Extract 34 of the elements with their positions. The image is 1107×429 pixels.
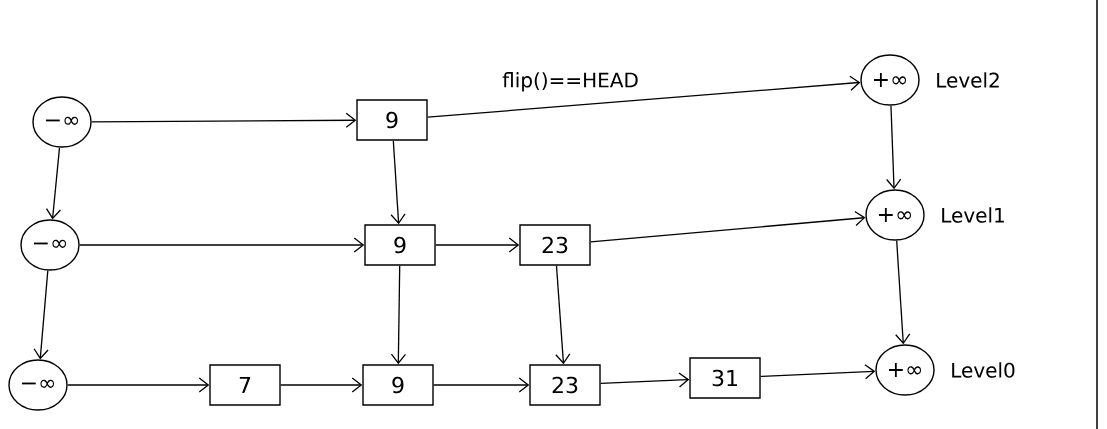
number-box: 23: [519, 224, 591, 266]
number-box: 31: [689, 357, 761, 399]
circle-node: −∞: [32, 96, 92, 148]
circle-node: +∞: [865, 189, 925, 241]
arrow: [600, 372, 690, 388]
arrow: [33, 270, 49, 360]
arrow: [435, 237, 520, 253]
number-box: 9: [356, 99, 428, 141]
arrow: [79, 237, 365, 253]
arrow: [433, 377, 530, 393]
level-label: Level2: [937, 72, 999, 88]
circle-node: −∞: [20, 219, 80, 271]
arrow: [895, 240, 911, 345]
arrow: [390, 140, 406, 225]
circle-node: +∞: [860, 54, 920, 106]
arrow: [67, 377, 210, 393]
level-label: Level1: [942, 207, 1004, 223]
edge-label: flip()==HEAD: [500, 70, 641, 94]
circle-node: +∞: [875, 344, 935, 396]
arrow: [91, 112, 357, 128]
arrow: [45, 146, 62, 220]
arrow: [886, 105, 902, 190]
arrow: [555, 265, 571, 365]
number-box: 7: [209, 364, 281, 406]
circle-node: −∞: [8, 359, 68, 411]
arrow: [760, 364, 876, 380]
arrow: [427, 75, 861, 118]
level-label: Level0: [952, 362, 1015, 378]
arrow: [280, 377, 363, 393]
number-box: 9: [364, 224, 436, 266]
number-box: 23: [529, 364, 601, 406]
number-box: 9: [362, 364, 434, 406]
arrow: [590, 210, 866, 243]
arrow: [390, 265, 407, 365]
